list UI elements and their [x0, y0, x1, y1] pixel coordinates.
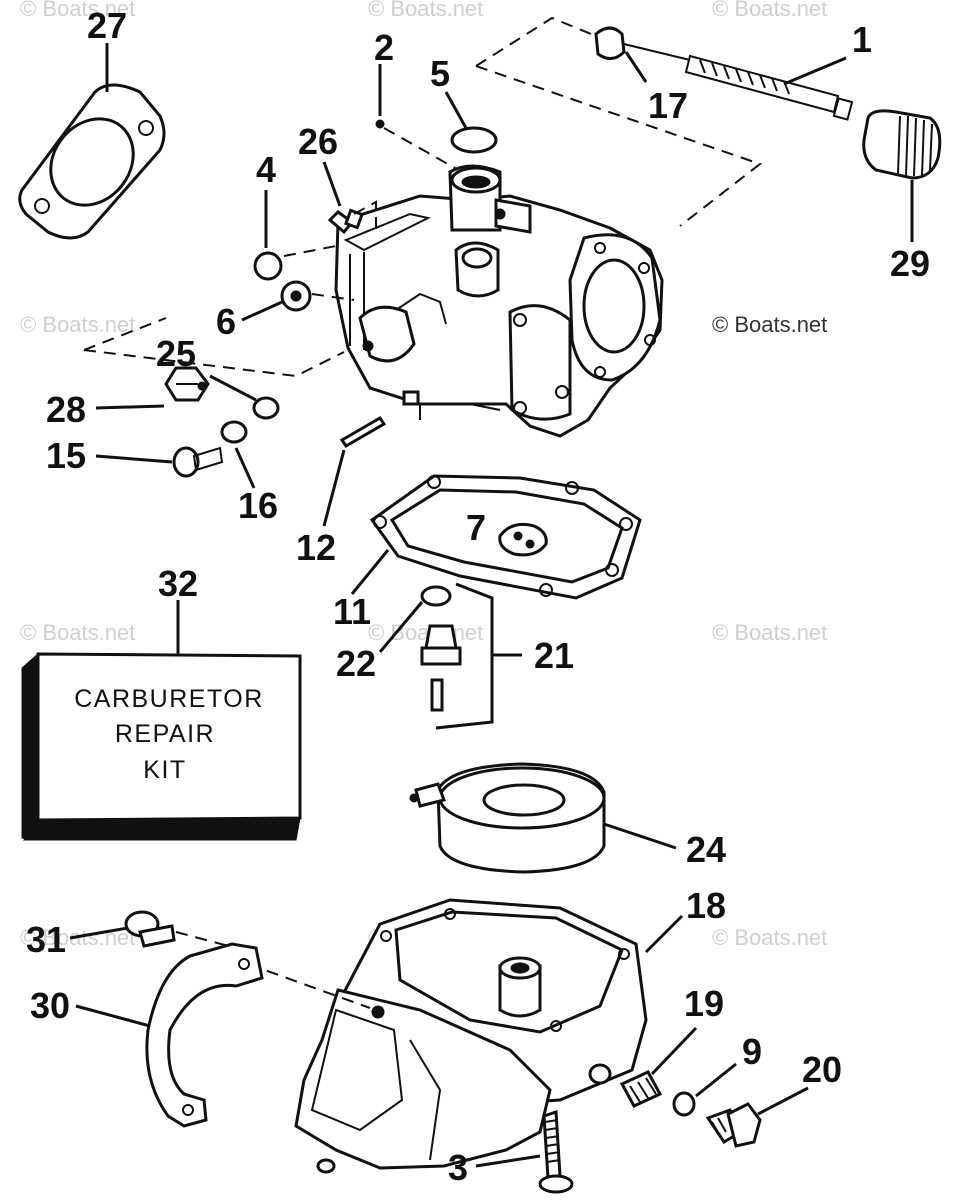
check-ball: [375, 119, 385, 129]
callout-24: 24: [686, 829, 726, 870]
watermark: © Boats.net: [368, 0, 483, 21]
callout-31: 31: [26, 919, 66, 960]
watermark: © Boats.net: [712, 312, 827, 337]
callout-9: 9: [742, 1031, 762, 1072]
callout-20: 20: [802, 1049, 842, 1090]
callout-7: 7: [466, 507, 486, 548]
repair-kit-box: CARBURETOR REPAIR KIT: [21, 652, 302, 841]
flange-gasket: [18, 83, 166, 240]
throttle-stop-screw: [327, 208, 364, 235]
float: [409, 762, 606, 874]
callout-17: 17: [648, 85, 688, 126]
watermark: © Boats.net: [20, 312, 135, 337]
watermark: © Boats.net: [20, 0, 135, 21]
gasket-ring: [420, 585, 452, 607]
kit-label-line2: REPAIR: [115, 720, 215, 748]
callout-26: 26: [298, 121, 338, 162]
idle-needle-assembly: [594, 26, 942, 180]
callout-25: 25: [156, 333, 196, 374]
bowl-screw: [538, 1109, 574, 1194]
callout-22: 22: [336, 643, 376, 684]
callout-30: 30: [30, 985, 70, 1026]
callout-3: 3: [448, 1147, 468, 1188]
callout-11: 11: [333, 591, 371, 632]
callout-18: 18: [686, 885, 726, 926]
callout-27: 27: [87, 5, 127, 46]
float-bowl: [338, 898, 648, 1106]
watermark: © Boats.net: [712, 925, 827, 950]
carburetor-body: [334, 164, 664, 438]
clamp-bracket: [145, 942, 264, 1128]
watermark: © Boats.net: [20, 620, 135, 645]
float-pin: [339, 415, 387, 449]
lockwasher: [280, 280, 312, 312]
float-clip: [498, 522, 548, 557]
callout-5: 5: [430, 53, 450, 94]
plug: [253, 251, 283, 281]
callout-28: 28: [46, 389, 86, 430]
callout-12: 12: [296, 527, 336, 568]
callout-15: 15: [46, 435, 86, 476]
kit-label-line3: KIT: [143, 756, 186, 784]
callout-6: 6: [216, 301, 236, 342]
callout-19: 19: [684, 983, 724, 1024]
drain-plug: [705, 1102, 762, 1148]
washer: [252, 396, 280, 420]
washer: [220, 420, 248, 444]
clamp-screw: [124, 910, 176, 948]
callout-32: 32: [158, 563, 198, 604]
watermark: © Boats.net: [712, 0, 827, 21]
screw: [172, 446, 224, 478]
watermark: © Boats.net: [368, 620, 483, 645]
kit-label-line1: CARBURETOR: [74, 685, 264, 713]
nut: [164, 366, 210, 402]
callout-2: 2: [374, 27, 394, 68]
main-jet: [619, 1070, 663, 1108]
float-bowl-mount: [294, 988, 552, 1174]
jet-washer: [672, 1091, 696, 1117]
inlet-needle-and-seat: [420, 624, 462, 712]
callout-21: 21: [534, 635, 574, 676]
watermark: © Boats.net: [712, 620, 827, 645]
callout-16: 16: [238, 485, 278, 526]
callout-1: 1: [852, 19, 872, 60]
welch-plug: [450, 126, 498, 154]
callout-29: 29: [890, 243, 930, 284]
callout-4: 4: [256, 149, 276, 190]
